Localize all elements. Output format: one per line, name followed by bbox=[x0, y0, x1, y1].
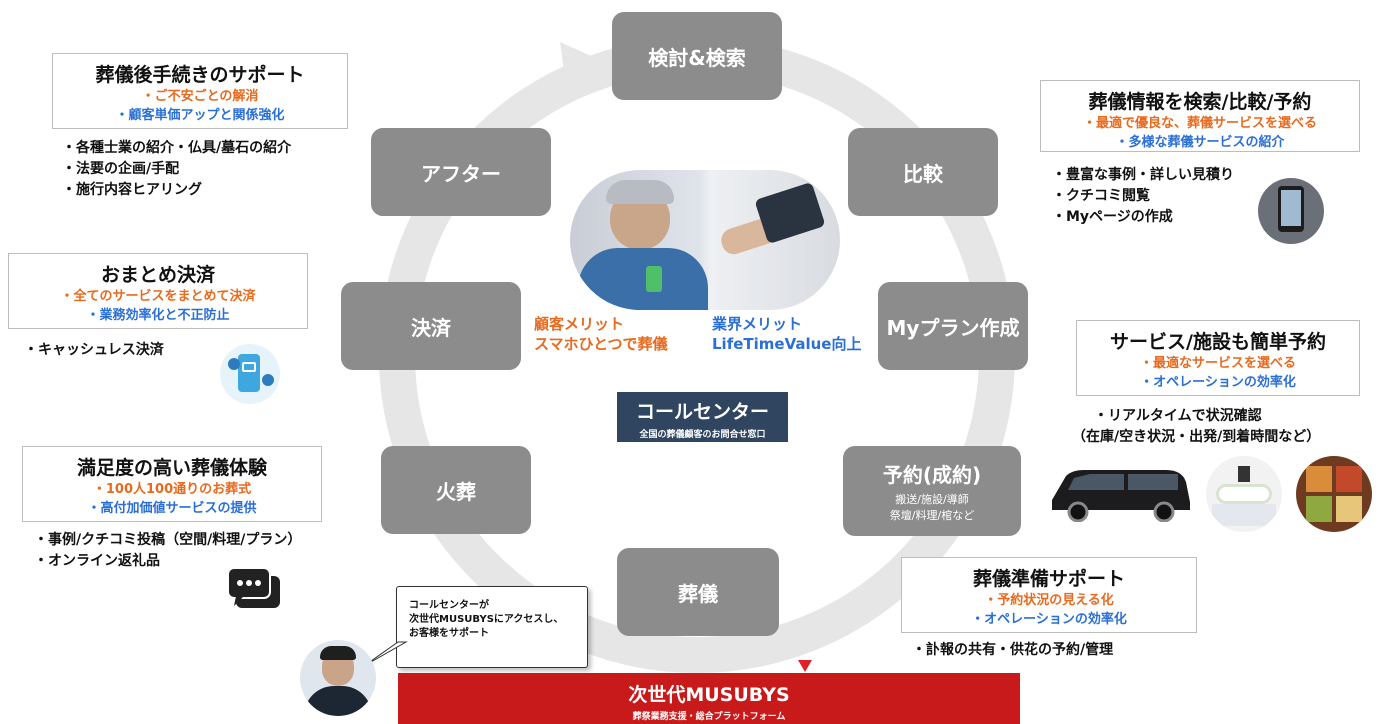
step-compare: 比較 bbox=[848, 128, 998, 216]
panel-payment: おまとめ決済 ・全てのサービスをまとめて決済 ・業務効率化と不正防止 bbox=[8, 253, 308, 329]
reservation-bullets: ・リアルタイムで状況確認 （在庫/空き状況・出発/到着時間など） bbox=[1072, 408, 1321, 445]
suit-sleeve bbox=[754, 181, 826, 245]
phone-icon bbox=[646, 266, 662, 292]
speech-tail bbox=[363, 641, 408, 667]
call-center-box: コールセンター 全国の葬儀顧客のお問合せ窓口 bbox=[617, 392, 788, 442]
step-reservation: 予約(成約) 搬送/施設/導師祭壇/料理/棺など bbox=[843, 446, 1021, 536]
step-cremation: 火葬 bbox=[381, 446, 531, 534]
experience-bullets: ・事例/クチコミ投稿（空間/料理/プラン） ・オンライン返礼品 bbox=[34, 532, 302, 569]
arrow-down-icon bbox=[798, 660, 812, 672]
customer-merit: 顧客メリットスマホひとつで葬儀 bbox=[534, 315, 668, 353]
call-center-subtitle: 全国の葬儀顧客のお問合せ窓口 bbox=[639, 430, 766, 440]
platform-title: 次世代MUSUBYS bbox=[628, 684, 790, 706]
panel-reservation: サービス/施設も簡単予約 ・最適なサービスを選べる ・オペレーションの効率化 bbox=[1076, 320, 1360, 396]
panel-search-compare: 葬儀情報を検索/比較/予約 ・最適で優良な、葬儀サービスを選べる ・多様な葬儀サ… bbox=[1040, 80, 1360, 152]
smartphone-photo bbox=[1258, 178, 1324, 244]
after-support-bullets: ・各種士業の紹介・仏具/墓石の紹介 ・法要の企画/手配 ・施行内容ヒアリング bbox=[62, 140, 292, 198]
operator-avatar bbox=[300, 640, 376, 716]
altar-photo bbox=[1206, 456, 1282, 532]
cashless-icon bbox=[220, 344, 280, 404]
panel-experience: 満足度の高い葬儀体験 ・100人100通りのお葬式 ・高付加価値サービスの提供 bbox=[22, 446, 322, 522]
search-compare-bullets: ・豊富な事例・詳しい見積り ・クチコミ閲覧 ・Myページの作成 bbox=[1052, 167, 1234, 225]
man-body bbox=[578, 248, 708, 310]
chat-icon bbox=[227, 567, 280, 608]
payment-bullets: ・キャッシュレス決済 bbox=[24, 342, 164, 358]
step-search: 検討&検索 bbox=[612, 12, 782, 100]
step-payment: 決済 bbox=[341, 282, 521, 370]
panel-after-support: 葬儀後手続きのサポート ・ご不安ごとの解消 ・顧客単価アップと関係強化 bbox=[52, 53, 348, 129]
preparation-bullets: ・訃報の共有・供花の予約/管理 bbox=[912, 642, 1114, 658]
speech-bubble: コールセンターが次世代MUSUBYSにアクセスし、お客様をサポート bbox=[396, 586, 588, 668]
step-after: アフター bbox=[371, 128, 551, 216]
food-photo bbox=[1296, 456, 1372, 532]
panel-preparation: 葬儀準備サポート ・予約状況の見える化 ・オペレーションの効率化 bbox=[901, 557, 1197, 633]
cycle-arrowhead bbox=[560, 42, 600, 78]
platform-bar: 次世代MUSUBYS 葬祭業務支援・総合プラットフォーム bbox=[398, 673, 1020, 724]
step-funeral: 葬儀 bbox=[617, 548, 779, 636]
step-myplan: Myプラン作成 bbox=[878, 282, 1028, 370]
van-icon bbox=[1052, 470, 1190, 522]
call-center-title: コールセンター bbox=[635, 401, 769, 423]
center-photo bbox=[570, 170, 840, 310]
man-hair bbox=[606, 180, 674, 204]
platform-subtitle: 葬祭業務支援・総合プラットフォーム bbox=[632, 712, 786, 722]
